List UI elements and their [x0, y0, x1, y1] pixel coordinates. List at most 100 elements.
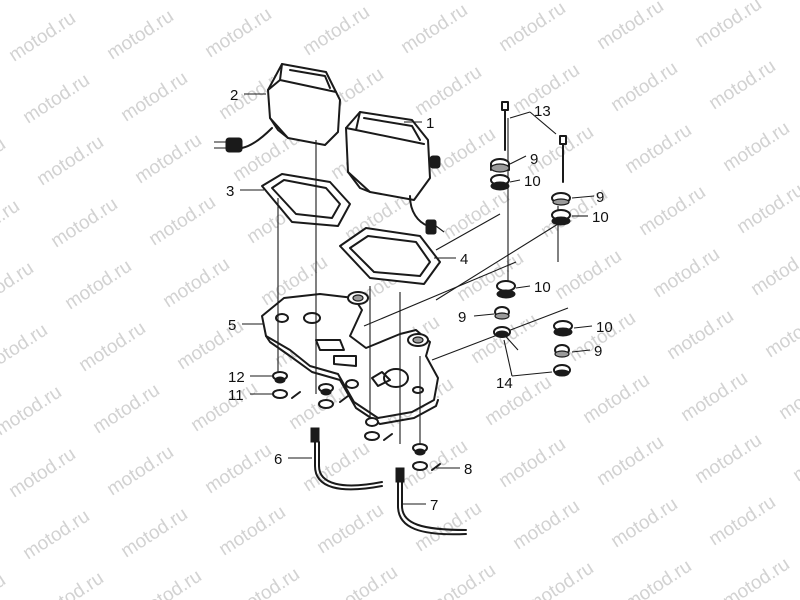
watermark-text: motod.ru: [551, 246, 625, 304]
watermark-text: motod.ru: [229, 564, 303, 600]
watermark-text: motod.ru: [621, 556, 695, 600]
watermark-text: motod.ru: [117, 68, 191, 126]
watermark-text: motod.ru: [649, 244, 723, 302]
watermark-text: motod.ru: [187, 378, 261, 436]
watermark-text: motod.ru: [607, 494, 681, 552]
watermark-text: motod.ru: [299, 2, 373, 60]
watermark-text: motod.ru: [0, 134, 10, 192]
watermark-text: motod.ru: [89, 380, 163, 438]
watermark-text: motod.ru: [19, 506, 93, 564]
watermark-text: motod.ru: [635, 182, 709, 240]
callout-leaders: [240, 93, 595, 505]
watermark-text: motod.ru: [47, 194, 121, 252]
watermark-text: motod.ru: [705, 56, 779, 114]
watermark-text: motod.ru: [117, 504, 191, 562]
watermark-text: motod.ru: [579, 370, 653, 428]
watermark-text: motod.ru: [201, 440, 275, 498]
watermark-text: motod.ru: [159, 254, 233, 312]
callout-8: 8: [464, 461, 472, 478]
watermark-text: motod.ru: [61, 256, 135, 314]
callout-10-a: 10: [524, 173, 541, 190]
assembly-guide-lines: [277, 118, 569, 452]
callout-9-c: 9: [458, 309, 466, 326]
callout-11: 11: [228, 387, 244, 404]
callout-10-c: 10: [534, 279, 551, 296]
callout-9-a: 9: [530, 151, 538, 168]
watermark-text: motod.ru: [691, 430, 765, 488]
watermark-text: motod.ru: [495, 0, 569, 56]
callout-12: 12: [228, 369, 245, 386]
callout-9-d: 9: [594, 343, 602, 360]
watermark-text: motod.ru: [775, 366, 800, 424]
watermark-text: motod.ru: [0, 320, 52, 378]
watermark-text: motod.ru: [19, 70, 93, 128]
watermark-text: motod.ru: [411, 62, 485, 120]
callout-labels: 1 2 3 4 5 6 7 8 9 9 9 9 10 10 10 10 11 1…: [226, 87, 613, 514]
watermark-text: motod.ru: [593, 432, 667, 490]
watermark-text: motod.ru: [761, 304, 800, 362]
watermark-text: motod.ru: [607, 58, 681, 116]
watermark-text: motod.ru: [131, 130, 205, 188]
watermark-text: motod.ru: [215, 502, 289, 560]
part-1-tachometer-housing: [345, 111, 445, 235]
watermark-text: motod.ru: [565, 308, 639, 366]
watermark-text: motod.ru: [0, 196, 24, 254]
watermark-text: motod.ru: [677, 368, 751, 426]
callout-10-d: 10: [596, 319, 613, 336]
watermark-text: motod.ru: [145, 192, 219, 250]
part-5-instrument-bracket: [261, 291, 439, 425]
watermark-text: motod.ru: [33, 568, 107, 600]
part-6-speedometer-cable: [310, 427, 383, 491]
watermark-text: motod.ru: [719, 554, 793, 600]
watermark-text: motod.ru: [397, 0, 471, 58]
part-7-tachometer-cable: [395, 467, 467, 536]
watermark-text: motod.ru: [33, 132, 107, 190]
callout-10-b: 10: [592, 209, 609, 226]
watermark-text: motod.ru: [0, 0, 66, 4]
callout-5: 5: [228, 317, 236, 334]
callout-14: 14: [496, 375, 513, 392]
part-11-12-nuts-washers: [272, 371, 441, 471]
watermark-text: motod.ru: [425, 124, 499, 182]
callout-7: 7: [430, 497, 438, 514]
watermark-text: motod.ru: [621, 120, 695, 178]
watermark-text: motod.ru: [789, 428, 800, 486]
watermark-text: motod.ru: [397, 436, 471, 494]
watermark-text: motod.ru: [593, 0, 667, 54]
watermark-text: motod.ru: [313, 500, 387, 558]
callout-3: 3: [226, 183, 234, 200]
part-3-gasket-left: [261, 173, 351, 227]
part-4-gasket-right: [339, 227, 441, 285]
watermark-text: motod.ru: [663, 306, 737, 364]
callout-2: 2: [230, 87, 238, 104]
callout-1: 1: [426, 115, 434, 132]
watermark-text: motod.ru: [103, 442, 177, 500]
watermark-text: motod.ru: [201, 4, 275, 62]
callout-13: 13: [534, 103, 551, 120]
part-2-speedometer-housing: [214, 63, 341, 153]
watermark-text: motod.ru: [495, 434, 569, 492]
watermark-text: motod.ru: [173, 316, 247, 374]
part-13-bolts: [501, 101, 567, 183]
watermark-text: motod.ru: [733, 180, 800, 238]
watermark-text: motod.ru: [327, 562, 401, 600]
watermark-text: motod.ru: [705, 492, 779, 550]
watermark-text: motod.ru: [75, 318, 149, 376]
callout-9-b: 9: [596, 189, 604, 206]
part-9-10-grommets: [490, 158, 573, 377]
watermark-text: motod.ru: [747, 242, 800, 300]
watermark-text: motod.ru: [0, 258, 38, 316]
watermark-text: motod.ru: [5, 8, 79, 66]
watermark-text: motod.ru: [481, 372, 555, 430]
watermark-text: motod.ru: [131, 566, 205, 600]
watermark-text: motod.ru: [0, 382, 66, 440]
callout-6: 6: [274, 451, 282, 468]
watermark-text: motod.ru: [425, 560, 499, 600]
watermark-text: motod.ru: [439, 186, 513, 244]
watermark-text: motod.ru: [0, 570, 10, 600]
watermark-text: motod.ru: [509, 496, 583, 554]
watermark-text: motod.ru: [691, 0, 765, 52]
watermark-text: motod.ru: [523, 558, 597, 600]
watermark-text: motod.ru: [89, 0, 163, 2]
